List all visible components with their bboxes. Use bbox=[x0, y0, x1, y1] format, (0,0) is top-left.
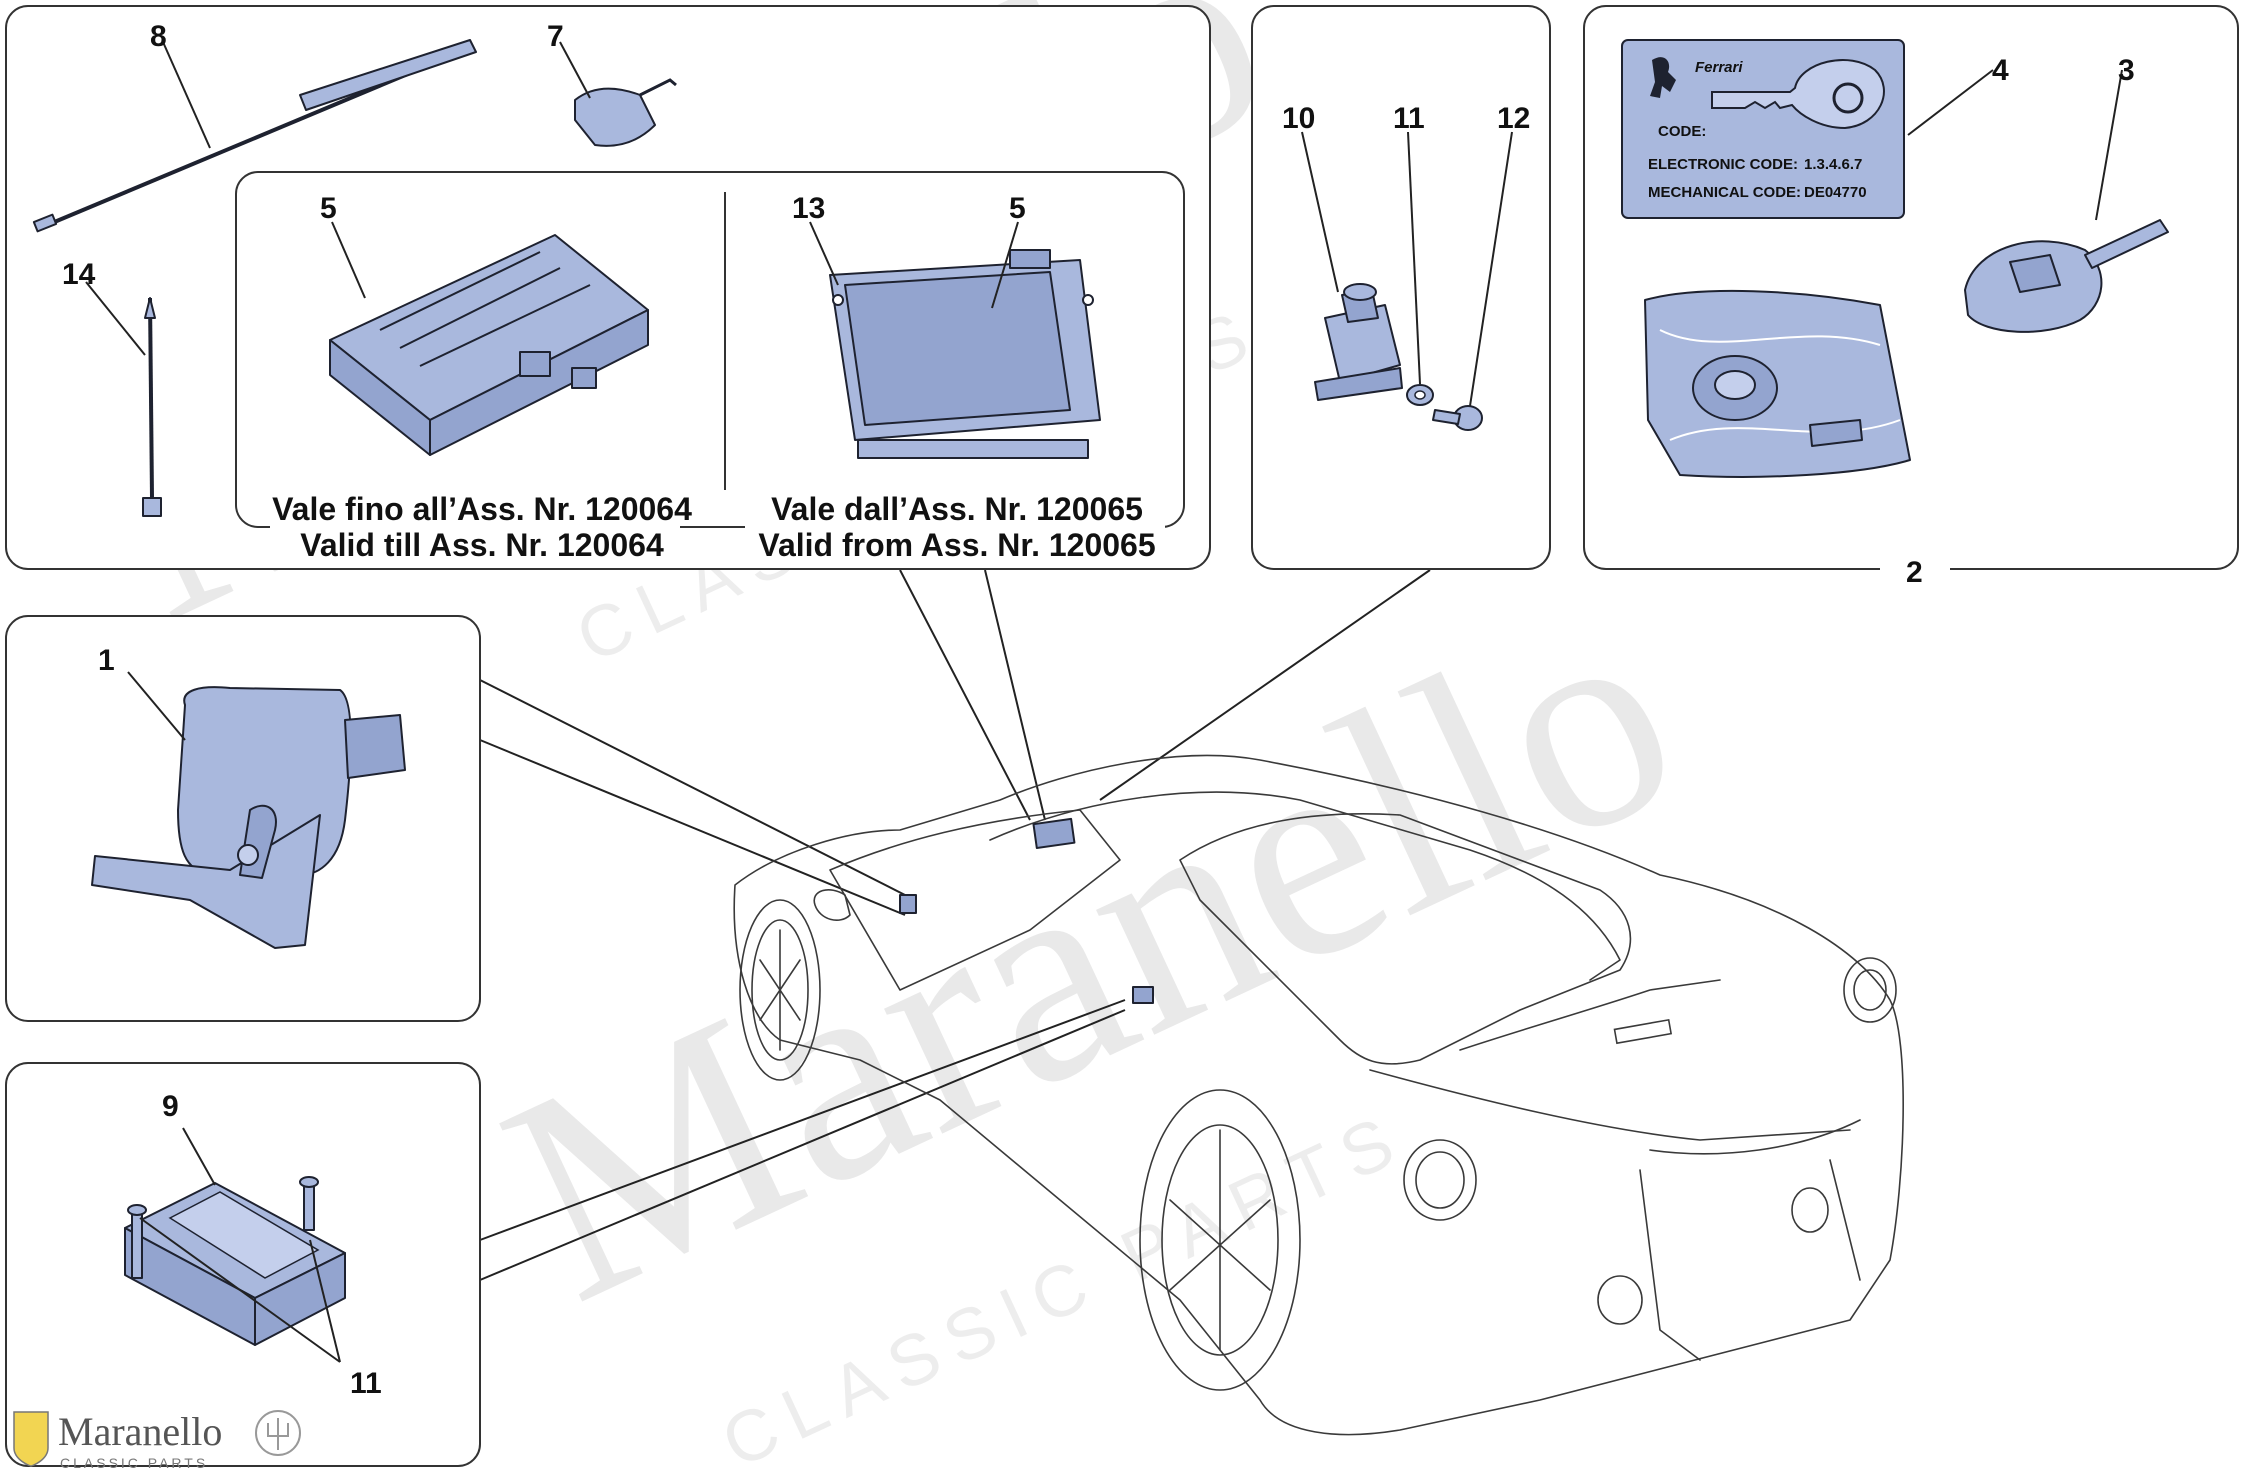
callout-4: 4 bbox=[1992, 54, 2009, 87]
callout-6: 7 bbox=[547, 20, 564, 53]
callout-10: 10 bbox=[1282, 102, 1315, 135]
callouts: 8 7 14 5 13 5 10 11 12 4 3 2 1 9 11 bbox=[62, 20, 2135, 1400]
panel-module-8 bbox=[5, 1062, 481, 1467]
callout-1: 1 bbox=[98, 644, 115, 677]
code-card-4: Ferrari CODE: ELECTRONIC CODE: 1.3.4.6.7… bbox=[1621, 39, 1905, 219]
panel-sensor bbox=[1251, 5, 1551, 570]
control-module-5-left bbox=[329, 234, 649, 456]
callout-14: 14 bbox=[62, 258, 96, 291]
callout-8: 9 bbox=[162, 1090, 179, 1123]
actuator-1 bbox=[91, 686, 406, 949]
key-fob-3 bbox=[1964, 219, 2169, 333]
caption-right-english: Valid from Ass. Nr. 120065 bbox=[758, 527, 1155, 563]
card-brand: Ferrari bbox=[1695, 59, 1743, 76]
callout-11: 11 bbox=[1393, 102, 1425, 135]
callout-13: 13 bbox=[792, 192, 825, 225]
caption-left-italian: Vale fino all’Ass. Nr. 120064 bbox=[272, 491, 692, 527]
callout-5-right: 5 bbox=[1009, 192, 1026, 225]
gps-antenna-6 bbox=[574, 78, 677, 147]
rod-14 bbox=[142, 297, 162, 517]
prancing-horse-logo bbox=[1650, 57, 1676, 98]
antenna-7 bbox=[32, 39, 477, 233]
panel-keys: Ferrari CODE: ELECTRONIC CODE: 1.3.4.6.7… bbox=[1583, 5, 2239, 590]
car-illustration bbox=[733, 754, 1904, 1436]
caption-right-italian: Vale dall’Ass. Nr. 120065 bbox=[771, 491, 1143, 527]
callout-7: 8 bbox=[150, 20, 167, 53]
panel-antennas-control-units bbox=[5, 5, 1211, 570]
shield-logo bbox=[13, 1411, 49, 1467]
maranello-brand: Maranello CLASSIC PARTS bbox=[13, 1409, 301, 1471]
trident-emblem bbox=[255, 1410, 301, 1456]
brand-tagline: CLASSIC PARTS bbox=[60, 1455, 208, 1471]
screw-12 bbox=[1432, 405, 1483, 431]
card-mechanical-label: MECHANICAL CODE: bbox=[1648, 184, 1801, 201]
card-code-label: CODE: bbox=[1658, 123, 1706, 140]
brand-name: Maranello bbox=[58, 1409, 222, 1454]
callout-9: 11 bbox=[350, 1367, 382, 1400]
leader-lines bbox=[479, 569, 1431, 1281]
applicability-captions: Vale fino all’Ass. Nr. 120064 Valid till… bbox=[272, 491, 1156, 563]
module-8 bbox=[124, 1182, 346, 1346]
card-electronic-value: 1.3.4.6.7 bbox=[1804, 156, 1862, 173]
washer-11 bbox=[1406, 384, 1434, 406]
lock-set-bag bbox=[1644, 289, 1911, 478]
callout-5-left: 5 bbox=[320, 192, 337, 225]
card-mechanical-value: DE04770 bbox=[1804, 184, 1867, 201]
trident-icon bbox=[267, 1418, 289, 1450]
card-electronic-label: ELECTRONIC CODE: bbox=[1648, 156, 1798, 173]
sensor-10 bbox=[1314, 283, 1403, 401]
panel-actuator bbox=[5, 615, 481, 1022]
caption-left-english: Valid till Ass. Nr. 120064 bbox=[300, 527, 664, 563]
screws-9 bbox=[127, 1176, 319, 1279]
callout-12: 12 bbox=[1497, 102, 1530, 135]
callout-3: 3 bbox=[2118, 54, 2135, 87]
control-module-5-right bbox=[829, 249, 1101, 459]
callout-2: 2 bbox=[1906, 556, 1923, 589]
